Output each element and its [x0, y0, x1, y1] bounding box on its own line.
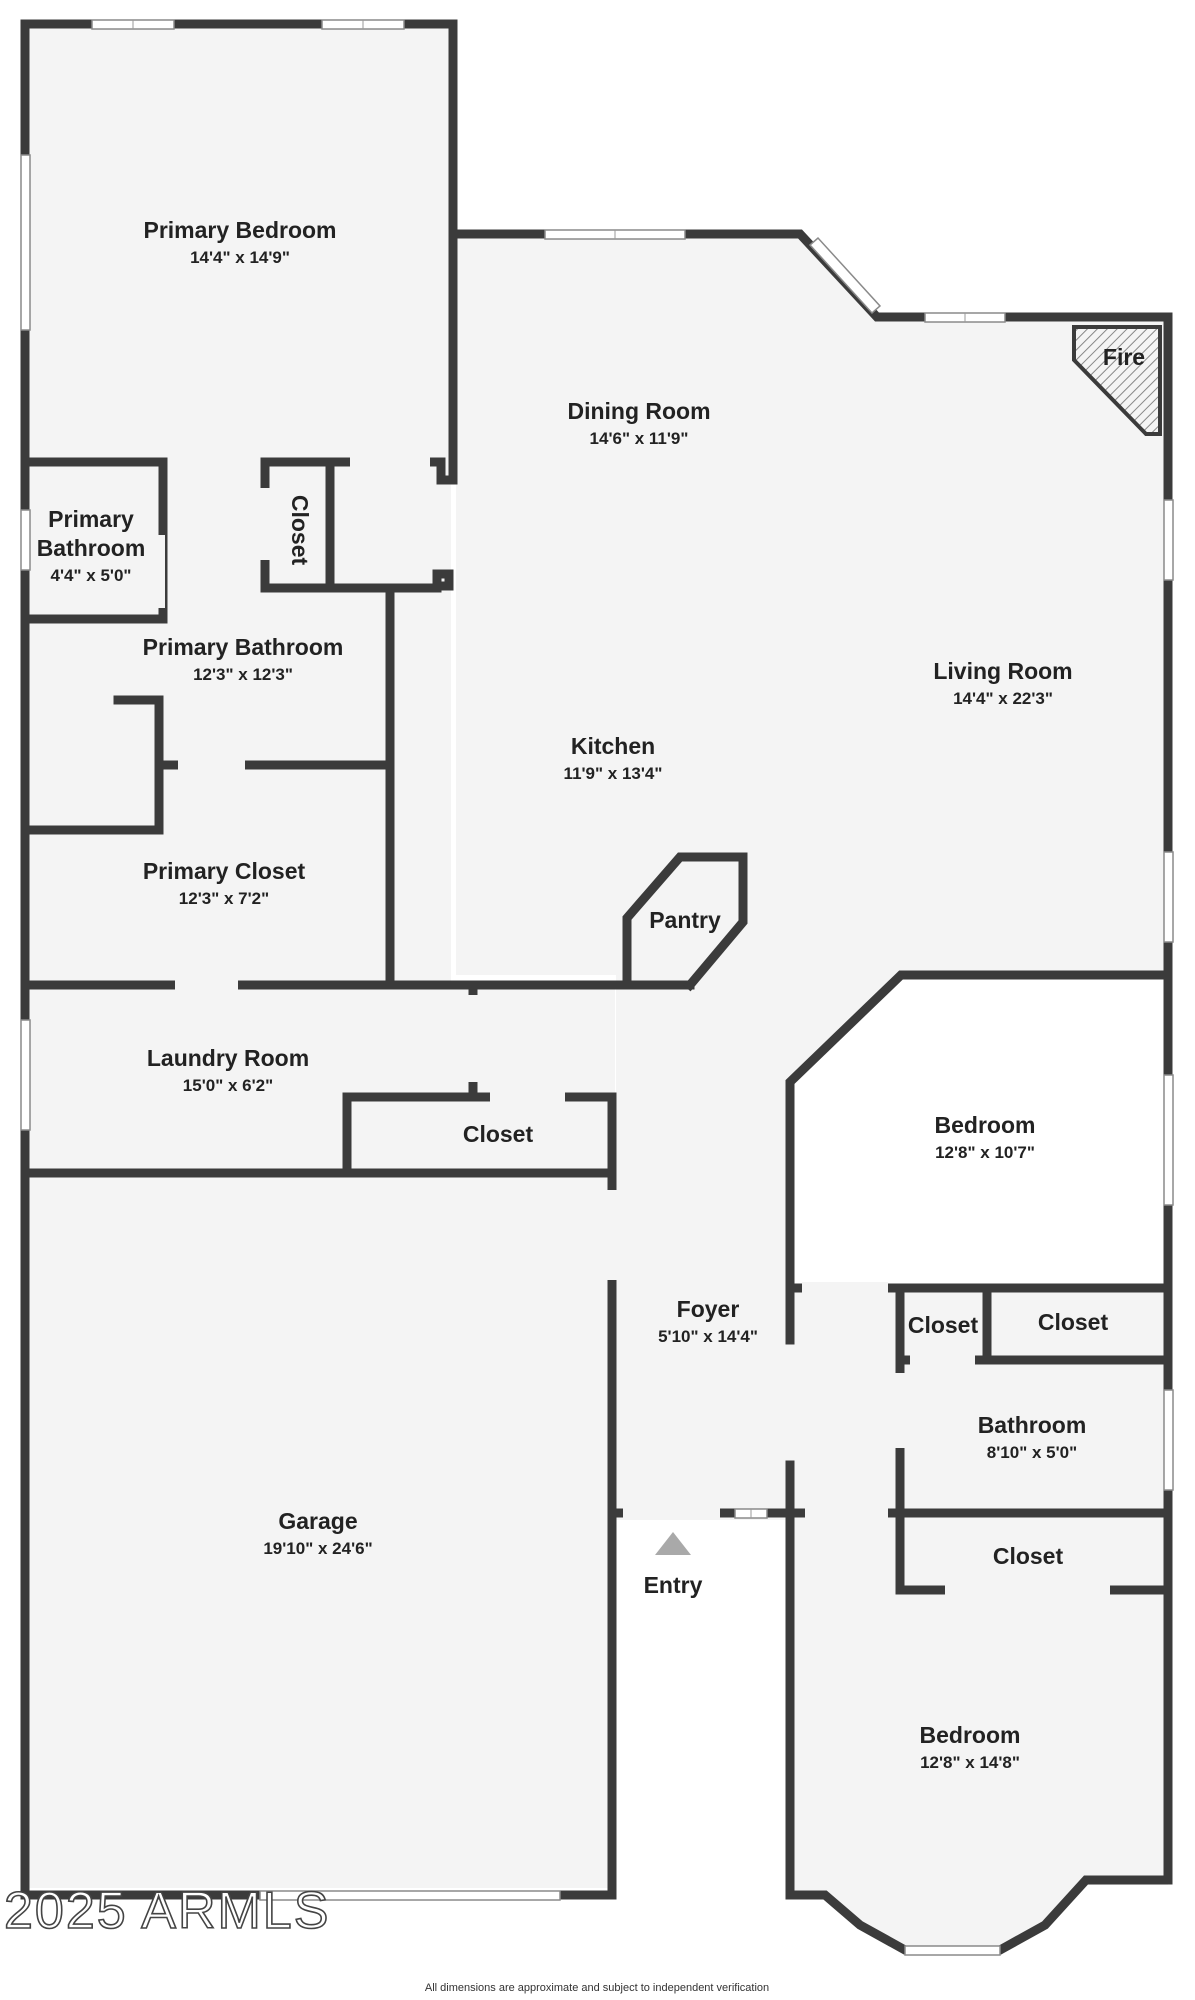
disclaimer: All dimensions are approximate and subje… — [425, 1982, 769, 1994]
room-label-closet-vertical: Closet — [287, 495, 313, 566]
room-dims-primary-bathroom: 12'3" x 12'3" — [193, 665, 293, 684]
room-label-closet-a: Closet — [908, 1312, 979, 1338]
room-labels: Primary Bedroom 14'4" x 14'9" Dining Roo… — [37, 217, 1145, 1772]
fireplace-hearth — [1072, 325, 1162, 436]
entry-label: Entry — [644, 1572, 703, 1598]
room-label-primary-bath-small-1: Primary — [48, 506, 134, 532]
room-label-bedroom-2: Bedroom — [935, 1112, 1036, 1138]
room-label-foyer: Foyer — [677, 1296, 740, 1322]
room-dims-bedroom-2: 12'8" x 10'7" — [935, 1143, 1035, 1162]
room-label-primary-bathroom: Primary Bathroom — [143, 634, 344, 660]
room-label-laundry-room: Laundry Room — [147, 1045, 309, 1071]
room-label-primary-bath-small-2: Bathroom — [37, 535, 146, 561]
room-dims-primary-bedroom: 14'4" x 14'9" — [190, 248, 290, 267]
room-dims-primary-bath-small: 4'4" x 5'0" — [51, 566, 132, 585]
room-label-fireplace: Fire — [1103, 344, 1145, 370]
room-label-dining-room: Dining Room — [567, 398, 710, 424]
room-dims-dining-room: 14'6" x 11'9" — [590, 429, 689, 448]
room-dims-garage: 19'10" x 24'6" — [263, 1539, 372, 1558]
room-dims-kitchen: 11'9" x 13'4" — [564, 764, 663, 783]
room-dims-bedroom-3: 12'8" x 14'8" — [920, 1753, 1020, 1772]
room-label-garage: Garage — [278, 1508, 357, 1534]
watermark: 2025 ARMLS — [4, 1882, 330, 1940]
room-label-kitchen: Kitchen — [571, 733, 655, 759]
room-dims-primary-closet: 12'3" x 7'2" — [179, 889, 269, 908]
room-label-closet-c: Closet — [993, 1543, 1064, 1569]
room-label-living-room: Living Room — [933, 658, 1072, 684]
floor-areas — [25, 26, 1168, 1955]
room-label-laundry-closet: Closet — [463, 1121, 534, 1147]
room-dims-laundry-room: 15'0" x 6'2" — [183, 1076, 273, 1095]
room-label-closet-b: Closet — [1038, 1309, 1109, 1335]
room-dims-bathroom: 8'10" x 5'0" — [987, 1443, 1077, 1462]
room-dims-foyer: 5'10" x 14'4" — [658, 1327, 758, 1346]
room-label-primary-bedroom: Primary Bedroom — [143, 217, 336, 243]
room-label-bathroom: Bathroom — [978, 1412, 1087, 1438]
room-label-pantry: Pantry — [649, 907, 721, 933]
windows — [20, 19, 1174, 1956]
room-dims-living-room: 14'4" x 22'3" — [953, 689, 1053, 708]
entry-arrow-icon — [655, 1532, 691, 1555]
door-openings — [153, 456, 1110, 1596]
room-label-bedroom-3: Bedroom — [920, 1722, 1021, 1748]
room-label-primary-closet: Primary Closet — [143, 858, 306, 884]
